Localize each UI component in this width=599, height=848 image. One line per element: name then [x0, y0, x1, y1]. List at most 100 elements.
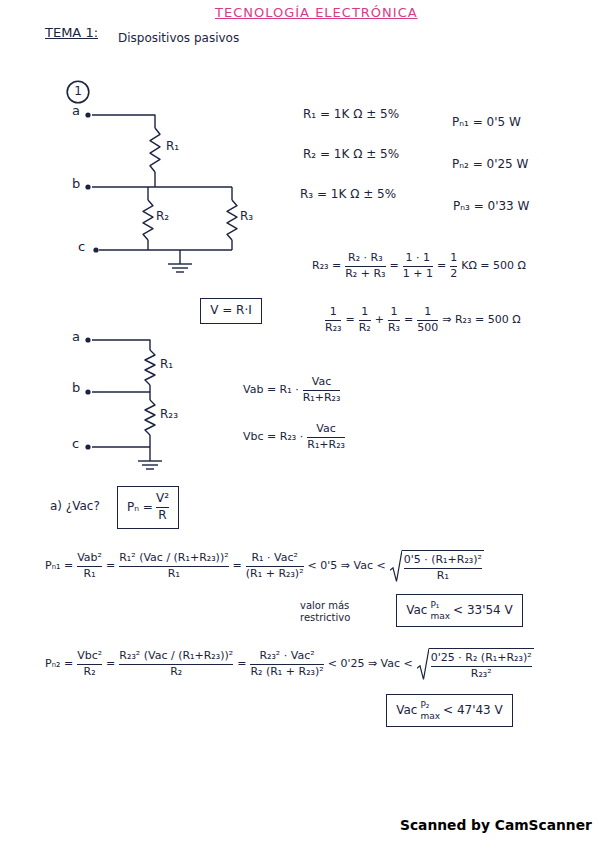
equation-term: (R₁ + R₂₃)² — [246, 568, 304, 581]
text-row: Pₙ₂ =Vbc²R₂=R₂₃² (Vac / (R₁+R₂₃))²R₂=R₂₃… — [45, 648, 534, 680]
section-heading: TEMA 1: — [45, 26, 98, 41]
equation-term: = — [106, 658, 115, 671]
boxed-formula: VacP₂max< 47'43 V — [386, 694, 513, 727]
text-row: R₃ — [240, 210, 253, 224]
terminal-label: b — [72, 177, 80, 192]
terminal-dot — [85, 389, 90, 394]
note-text: valor más restrictivo — [300, 600, 372, 623]
circuit-wire — [149, 447, 150, 461]
equation-term: Pₙ₂ = — [45, 658, 73, 671]
circuit-wire — [227, 200, 237, 240]
boxed-formula: Pₙ =V²R — [117, 486, 179, 529]
circuit-wire — [143, 200, 153, 240]
subscript: max — [420, 711, 440, 721]
fraction: R₁² (Vac / (R₁+R₂₃))²R₁ — [119, 552, 228, 580]
text-row: a — [72, 330, 80, 345]
equation-term: R₂ — [359, 322, 371, 335]
fraction: 0'5 · (R₁+R₂₃)² R₁ — [404, 554, 482, 582]
fraction: 12 — [450, 252, 457, 280]
fraction-bar — [250, 664, 323, 665]
resistor-label: R₃ — [240, 210, 253, 224]
superscript: P₂ — [420, 700, 440, 710]
component-spec: R₃ = 1K Ω ± 5% — [300, 188, 396, 202]
equation-term: R₂₃² (Vac / (R₁+R₂₃))² — [119, 650, 233, 663]
equation-term: R₂ (R₁ + R₂₃)² — [250, 666, 323, 679]
equation-term: < 0'25 ⇒ Vac < — [328, 658, 413, 671]
square-root: 0'5 · (R₁+R₂₃)² R₁ — [390, 550, 484, 582]
square-root: 0'25 · R₂ (R₁+R₂₃)² R₂₃² — [417, 648, 534, 680]
fraction: VacR₁+R₂₃ — [303, 376, 341, 404]
fraction: 0'25 · R₂ (R₁+R₂₃)² R₂₃² — [431, 652, 532, 680]
equation-term: + — [375, 314, 384, 327]
resistor-label: R₁ — [166, 140, 179, 154]
fraction-bar — [119, 664, 233, 665]
fraction: R₂ · R₃R₂ + R₃ — [345, 252, 385, 280]
terminal-label: a — [72, 104, 80, 119]
equation-term: 1 — [450, 252, 457, 265]
fraction-bar — [359, 320, 371, 321]
fraction-bar — [404, 568, 482, 569]
equation-term: Vbc = R₂₃ · — [243, 431, 303, 444]
text-row: c — [78, 240, 85, 255]
equation-term: 1 — [330, 306, 337, 319]
text-row: Vab = R₁ ·VacR₁+R₂₃ — [243, 376, 340, 404]
superscript: P₁ — [430, 600, 450, 610]
circuit-wire — [149, 435, 150, 447]
formula-text: R — [158, 509, 166, 523]
fraction-bar — [77, 566, 102, 567]
terminal-dot — [85, 112, 90, 117]
formula-text: V = R·I — [210, 304, 252, 318]
fraction-bar — [388, 320, 400, 321]
text-row: R₂₃ — [160, 408, 178, 422]
exercise-number-circle: 1 — [66, 80, 90, 104]
equation-term: = — [237, 658, 246, 671]
text-row: Vbc = R₂₃ ·VacR₁+R₂₃ — [243, 423, 345, 451]
terminal-label: c — [72, 437, 79, 452]
component-spec: Pₙ₂ = 0'25 W — [452, 158, 528, 172]
circuit-wire — [231, 187, 232, 200]
equation-term: = — [233, 560, 242, 573]
index-stack: P₂max — [420, 700, 440, 721]
circuit-wire — [92, 340, 150, 350]
result-text: Vac — [406, 604, 427, 618]
equation-term: R₁+R₂₃ — [307, 439, 345, 452]
fraction-bar — [156, 507, 169, 508]
circuit-wire — [150, 128, 160, 172]
circuit-wire — [138, 460, 162, 461]
circuit-wire — [146, 468, 154, 469]
page-title: TECNOLOGÍA ELECTRÓNICA — [215, 5, 418, 20]
circuit-wire — [92, 391, 150, 392]
fraction: 1R₂ — [359, 306, 371, 334]
circuit-wire — [145, 350, 155, 385]
section-heading: Dispositivos pasivos — [118, 32, 239, 46]
text-row: TEMA 1: — [45, 26, 98, 41]
equation-term: Vac — [312, 376, 331, 389]
fraction-bar — [431, 666, 532, 667]
formula-text: Pₙ = — [127, 501, 153, 515]
text-row: Pₙ₃ = 0'33 W — [453, 200, 529, 214]
equation-term: = — [437, 260, 446, 273]
circle-outline-stroke — [67, 81, 89, 103]
equation-term: 0'5 · (R₁+R₂₃)² — [404, 554, 482, 567]
circuit-wire — [147, 240, 148, 250]
boxed-formula: VacP₁max< 33'54 V — [396, 594, 523, 627]
terminal-dot — [93, 247, 98, 252]
terminal-dot — [85, 337, 90, 342]
equation-term: Pₙ₁ = — [45, 560, 73, 573]
circuit-wire — [92, 115, 155, 128]
equation-term: = — [345, 314, 354, 327]
fraction-bar — [450, 266, 457, 267]
equation-term: < 0'5 ⇒ Vac < — [308, 560, 386, 573]
circuit-wire — [179, 250, 180, 264]
equation-term: R₂₃² — [471, 668, 492, 681]
equation-term: = — [390, 260, 399, 273]
equation-term: 0'25 · R₂ (R₁+R₂₃)² — [431, 652, 532, 665]
equation-term: R₁ — [168, 568, 180, 581]
equation-term: 2 — [450, 268, 457, 281]
circuit-wire — [154, 172, 155, 187]
fraction-bar — [307, 437, 345, 438]
equation-term: R₁ — [437, 570, 449, 583]
equation-term: R₁ — [84, 568, 96, 581]
fraction-bar — [119, 566, 228, 567]
